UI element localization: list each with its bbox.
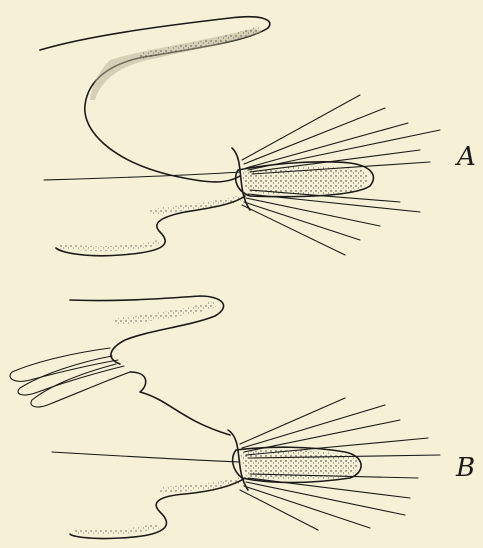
figure-b <box>10 296 440 539</box>
figure-label-b: B <box>456 455 475 481</box>
figure-b-bristle <box>240 398 345 444</box>
figure-a-upper-lobe <box>40 17 270 182</box>
figure-b-axis-line <box>52 452 240 462</box>
figure-b-finger-lobes <box>10 348 118 381</box>
figure-label-a: A <box>457 144 476 170</box>
figure-a-axis-line <box>44 172 240 180</box>
figure-a <box>40 17 440 256</box>
